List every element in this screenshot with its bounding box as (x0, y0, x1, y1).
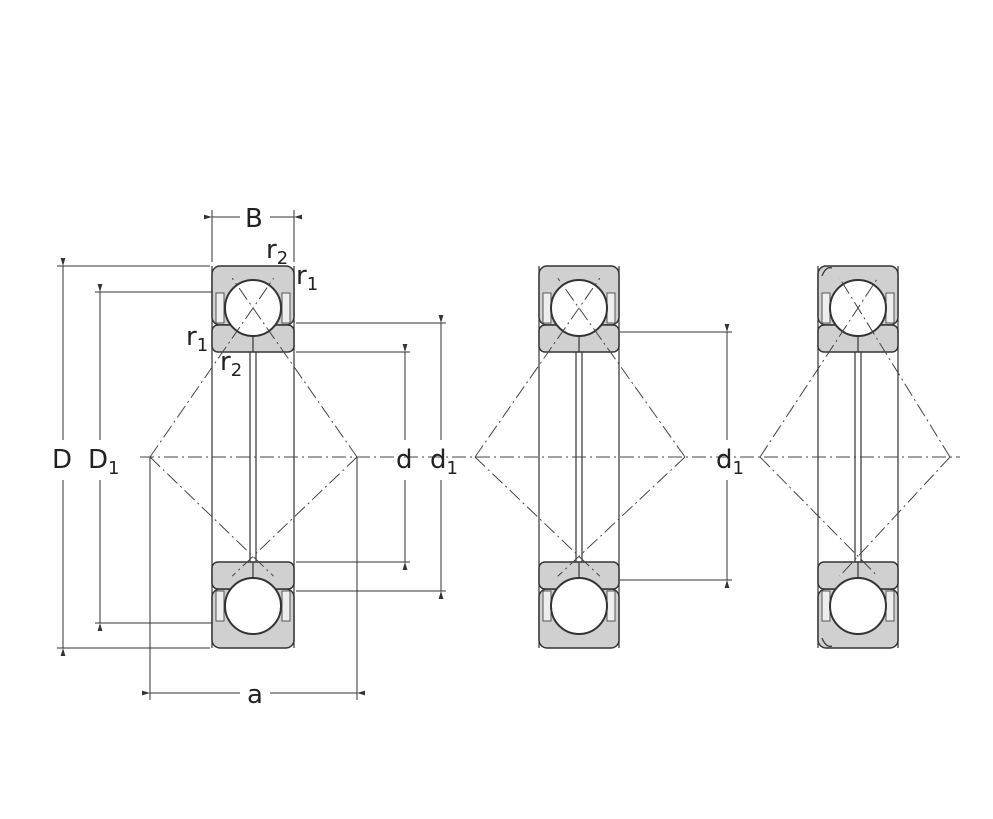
ball (829, 577, 887, 635)
ball (550, 577, 608, 635)
label-d1-bearing2: d1 (716, 445, 744, 479)
label-d1: d1 (430, 445, 458, 479)
label-B: B (245, 204, 263, 234)
label-D: D (52, 445, 72, 475)
chamfer-notch (821, 267, 833, 277)
dimension-lines (57, 210, 732, 700)
label-r2-top: r2 (266, 235, 288, 269)
label-D1: D1 (88, 445, 119, 479)
ball (224, 577, 282, 635)
label-a: a (247, 680, 263, 710)
bearing-variant-1 (149, 265, 358, 649)
label-r1-inner: r1 (186, 322, 208, 356)
label-r2-inner: r2 (220, 347, 242, 381)
bearings (149, 265, 951, 649)
label-r1-top: r1 (296, 261, 318, 295)
label-d: d (396, 445, 413, 475)
bearing-variant-3 (759, 265, 951, 649)
bearing-variant-2 (474, 265, 686, 649)
